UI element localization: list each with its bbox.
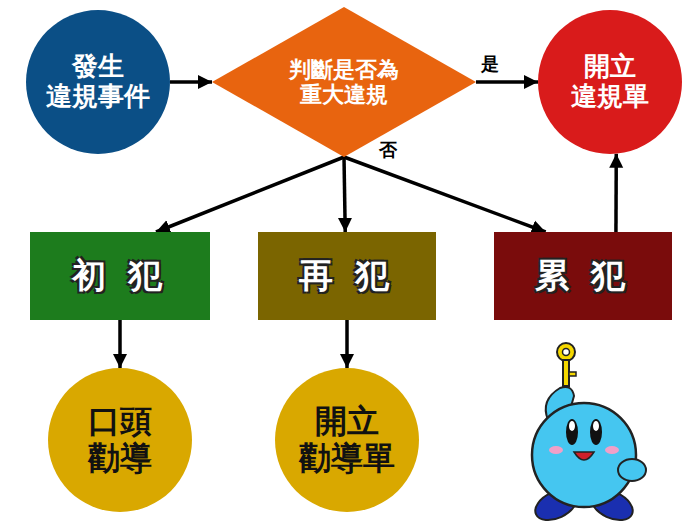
mascot — [531, 387, 646, 525]
flow-arrow — [476, 80, 538, 84]
edge-label: 是 — [479, 54, 501, 74]
category-box: 初 犯 — [30, 232, 210, 320]
flow-arrow — [344, 157, 345, 232]
decision-diamond: 判斷是否為 重大違規 — [212, 7, 476, 157]
flow-arrow — [614, 154, 618, 232]
node-text: 發生 違規事件 — [46, 52, 150, 112]
node-text: 初 犯 — [72, 256, 167, 295]
edge-label: 否 — [377, 140, 399, 160]
flow-arrow — [156, 157, 344, 232]
category-box: 累 犯 — [494, 232, 672, 320]
node-text: 判斷是否為 重大違規 — [289, 57, 399, 108]
flow-arrow — [344, 157, 546, 232]
node-text: 開立 勸導單 — [299, 403, 395, 477]
category-box: 再 犯 — [258, 232, 436, 320]
action-circle: 口頭 勸導 — [48, 368, 192, 512]
node-text: 開立 違規單 — [571, 52, 649, 112]
start-circle: 發生 違規事件 — [26, 10, 170, 154]
node-text: 口頭 勸導 — [88, 403, 152, 477]
flow-arrow — [345, 320, 349, 368]
node-text: 累 犯 — [535, 256, 630, 295]
action-circle: 開立 勸導單 — [275, 368, 419, 512]
flow-arrow — [170, 80, 212, 84]
flow-arrow — [118, 320, 122, 368]
result-circle: 開立 違規單 — [538, 10, 682, 154]
key — [557, 343, 576, 386]
node-text: 再 犯 — [299, 256, 394, 295]
